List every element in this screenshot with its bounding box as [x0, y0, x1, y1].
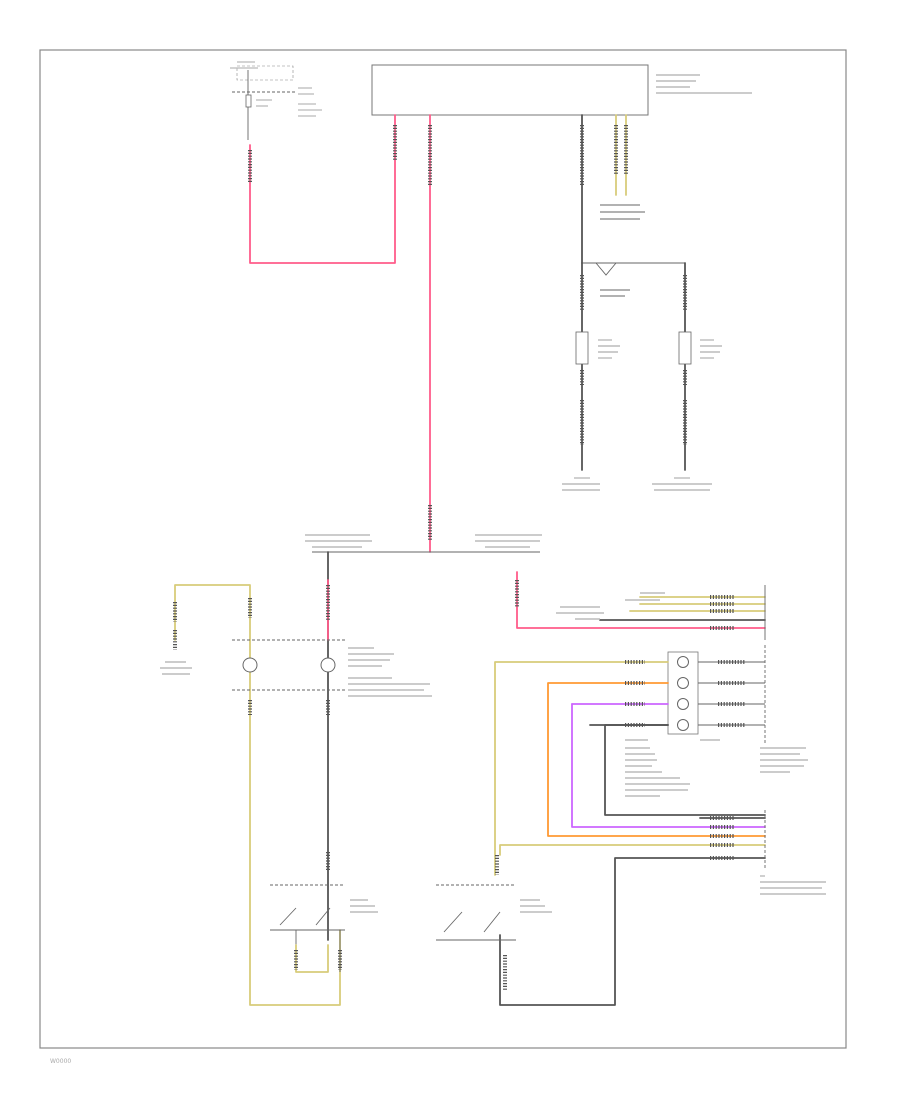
top-control-module	[371, 64, 649, 116]
bulb-icon	[242, 657, 258, 673]
switch-right	[436, 855, 552, 990]
wire-pink-lower-right	[516, 571, 766, 629]
lamp-right	[678, 331, 692, 365]
wire-tan-left-ground	[174, 584, 341, 1006]
bulb-icon	[320, 657, 336, 673]
wire-tan-switch-loop	[295, 944, 329, 973]
wire-orange	[547, 682, 766, 837]
switch-left	[270, 884, 378, 973]
top-left-labels	[230, 61, 322, 117]
lamp-left	[575, 331, 589, 365]
top-module-label-lines	[656, 74, 752, 94]
wire-violet-lower	[571, 703, 766, 828]
wire-pink-loop	[249, 114, 396, 264]
bulb-icon	[677, 677, 689, 689]
right-control-module	[604, 645, 808, 816]
upper-right-cluster	[556, 585, 766, 640]
bulb-icon	[677, 719, 689, 731]
bulb-icon	[677, 656, 689, 668]
page-code: W0000	[50, 1058, 71, 1065]
middle-bus	[305, 534, 542, 553]
fuse-top-left	[232, 65, 296, 140]
lamp-branch	[562, 262, 722, 491]
wire-tan-right	[494, 661, 669, 876]
top-right-wires	[580, 114, 645, 264]
diagram-frame	[39, 49, 847, 1049]
left-control-module	[232, 639, 432, 870]
lower-right-bundle	[499, 810, 826, 1006]
bulb-icon	[677, 698, 689, 710]
